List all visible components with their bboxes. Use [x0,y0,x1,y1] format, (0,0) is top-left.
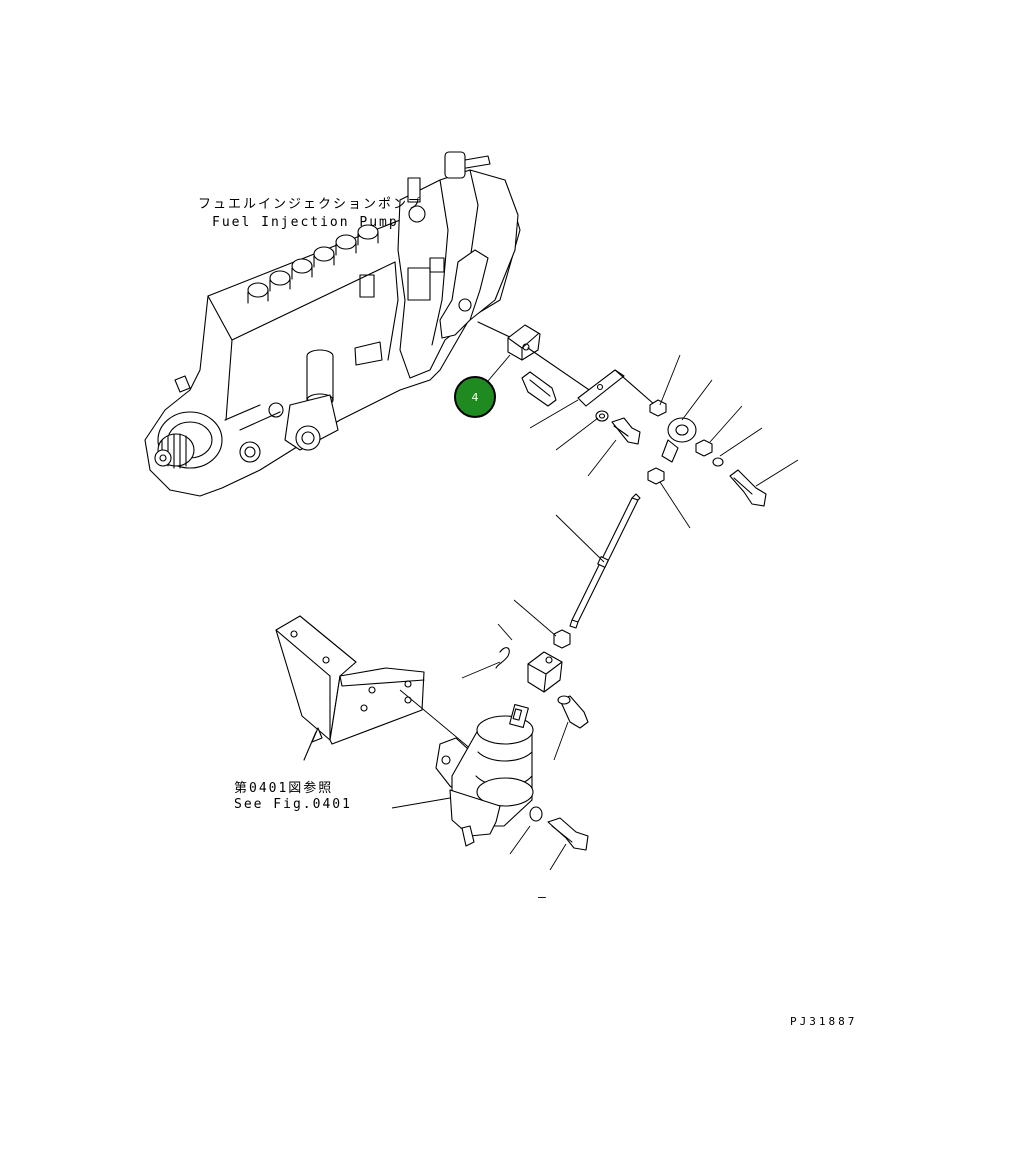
ball-joint [661,417,697,463]
nut-upper [649,399,667,417]
washer [595,410,609,422]
fig-ref-en: See Fig.0401 [234,797,352,812]
lower-linkage [461,599,589,761]
bracket [275,615,521,791]
pump-label: フュエルインジェクションポンプ Fuel Injection Pump [198,197,423,230]
clevis-block [527,651,563,693]
bracket-plate [577,369,625,407]
callout-number[interactable]: 4 [472,391,479,404]
bolt-upper [611,417,641,445]
delivery-valves [247,224,379,304]
callout-badge[interactable]: 4 [454,354,511,418]
nut-rod [553,629,571,649]
control-rod [555,493,641,629]
nut-lower [647,467,665,485]
cotter-pin [495,647,510,669]
washer-right [712,457,724,467]
fig-ref-jp: 第0401図参照 [234,780,333,796]
pump-label-jp: フュエルインジェクションポンプ [198,197,423,212]
lever-block [507,324,541,361]
fuel-injection-pump [144,151,521,497]
clevis-pin [557,695,589,729]
fuel-cut-solenoid [391,703,589,871]
dash-mark: – [538,890,548,905]
bolt-right [729,469,767,507]
figure-reference: 第0401図参照 See Fig.0401 [234,780,352,812]
feed-pump [239,349,339,463]
stud-bolt [521,371,557,407]
solenoid-bolt [547,817,589,851]
drawing-code: PJ31887 [790,1015,857,1028]
pump-label-en: Fuel Injection Pump [212,215,399,230]
callout-circle[interactable] [454,376,496,418]
upper-linkage [477,321,799,529]
nut-right [695,439,713,457]
drive-coupling [154,411,223,469]
